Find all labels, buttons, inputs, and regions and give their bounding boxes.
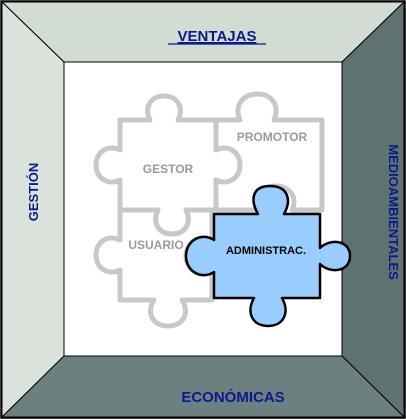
frame-bottom-label: ECONÓMICAS [181,388,284,406]
puzzle-label-gestor: GESTOR [143,162,194,176]
puzzle-label-administrac: ADMINISTRAC. [226,245,306,257]
puzzle-label-promotor: PROMOTOR [237,130,308,144]
frame-bottom-panel [0,355,406,418]
frame-top-label: VENTAJAS [178,28,257,45]
frame-left-label: GESTIÓN [26,163,41,222]
puzzle-piece-usuario [93,207,215,329]
frame-right-label: MEDIOAMBIENTALES [386,144,401,280]
puzzle-piece-administrac [184,184,352,328]
puzzle-label-usuario: USUARIO [128,238,183,252]
